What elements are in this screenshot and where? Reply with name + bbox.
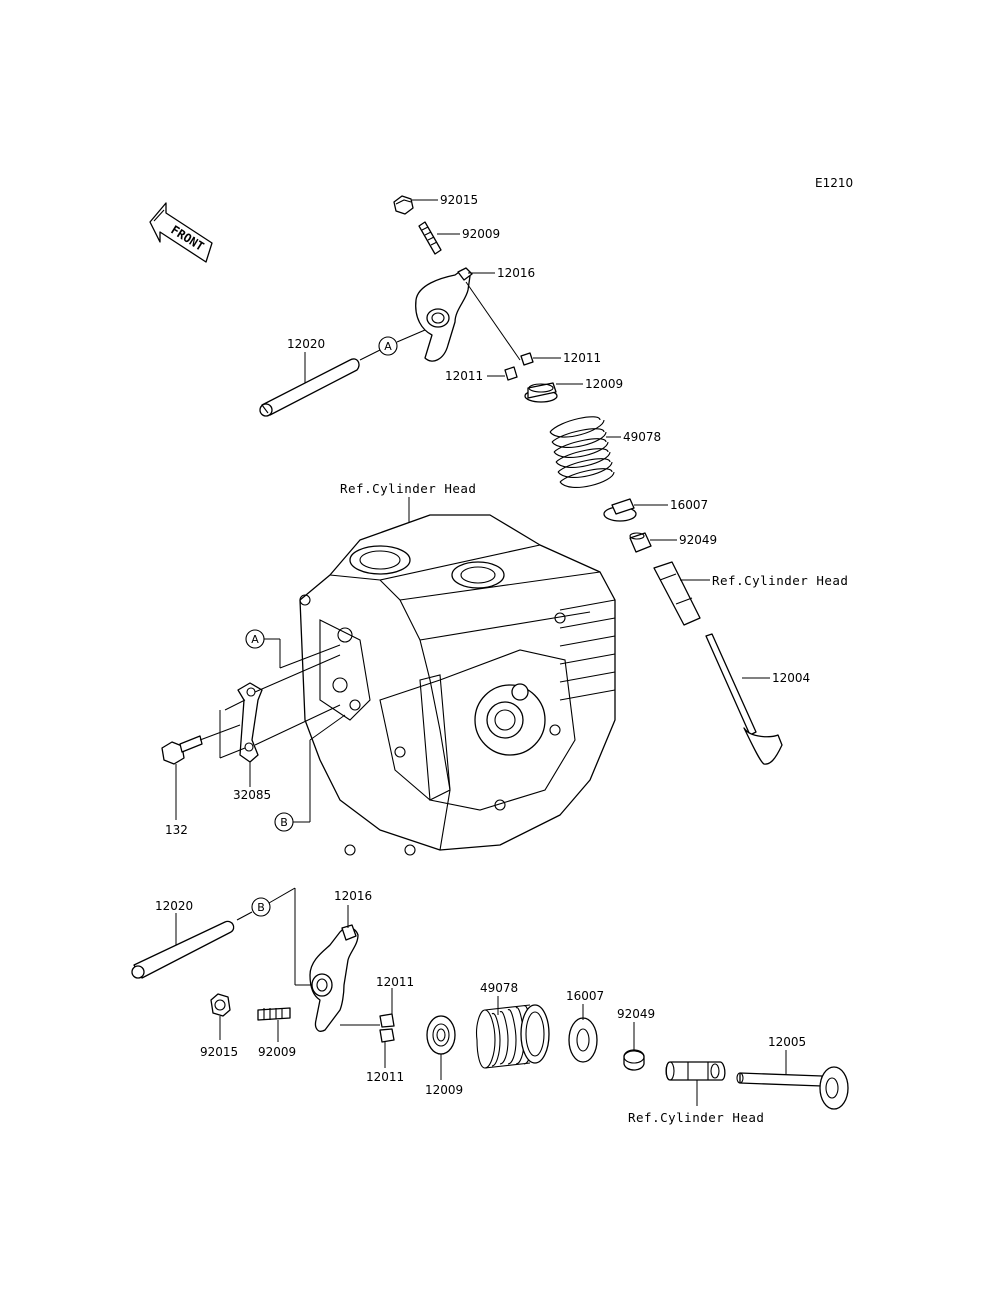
label-92015-bottom: 92015 [200, 1045, 238, 1059]
label-12005: 12005 [768, 1035, 806, 1049]
label-92049-top: 92049 [679, 533, 717, 547]
callout-b-head-letter: B [280, 816, 288, 829]
label-92009-top: 92009 [462, 227, 500, 241]
front-arrow-icon: FRONT [149, 202, 213, 263]
label-49078-bottom: 49078 [480, 981, 518, 995]
keeper-12011-top [504, 352, 534, 381]
label-16007-bottom: 16007 [566, 989, 604, 1003]
adjust-screw-92009-top [418, 221, 442, 255]
label-49078-top: 49078 [623, 430, 661, 444]
label-92015-top: 92015 [440, 193, 478, 207]
spring-seat-16007-bottom [568, 1017, 598, 1063]
callout-b-bottom-letter: B [257, 901, 265, 914]
label-12016-bottom: 12016 [334, 889, 372, 903]
label-12011-top-left: 12011 [445, 369, 483, 383]
rocker-arm-12016-bottom [309, 924, 359, 1032]
callout-a-top [378, 336, 398, 356]
head-callouts: A 32085 132 B [161, 629, 346, 837]
label-12004: 12004 [772, 671, 810, 685]
retainer-12009-bottom [426, 1015, 456, 1055]
adjust-screw-92009-bottom [257, 1007, 291, 1021]
label-12011-top-right: 12011 [563, 351, 601, 365]
label-12016-top: 12016 [497, 266, 535, 280]
label-92049-bottom: 92049 [617, 1007, 655, 1021]
label-ref-cylinder-head-guide-bottom: Ref.Cylinder Head [628, 1110, 764, 1125]
bolt-132 [161, 735, 203, 765]
spring-49078-bottom [476, 1004, 550, 1069]
label-12009-bottom: 12009 [425, 1083, 463, 1097]
label-ref-cylinder-head-guide: Ref.Cylinder Head [712, 573, 848, 588]
stem-seal-92049-bottom [623, 1049, 645, 1071]
valve-12005 [736, 1066, 849, 1110]
valve-guide-top [653, 561, 701, 626]
callout-a-top-letter: A [384, 340, 392, 353]
spring-49078-top [549, 416, 615, 488]
label-12020-bottom: 12020 [155, 899, 193, 913]
retainer-12009-top [524, 382, 558, 403]
label-12011-bottom-top: 12011 [376, 975, 414, 989]
label-12020-top: 12020 [287, 337, 325, 351]
diagram-code: E1210 [815, 176, 853, 190]
callout-b-bottom [251, 897, 271, 917]
keeper-12011-bottom [379, 1013, 395, 1043]
label-12009-top: 12009 [585, 377, 623, 391]
valve-guide-bottom [665, 1061, 726, 1081]
cylinder-head-illustration: Ref.Cylinder Head [299, 481, 616, 856]
guide-plate-32085 [237, 682, 263, 763]
spring-seat-16007-top [603, 498, 637, 522]
stem-seal-92049-top [629, 532, 652, 553]
label-92009-bottom: 92009 [258, 1045, 296, 1059]
nut-92015-bottom [210, 993, 231, 1017]
nut-92015-top [393, 195, 414, 215]
label-132: 132 [165, 823, 188, 837]
label-32085: 32085 [233, 788, 271, 802]
top-valve-assembly: 92015 92009 12016 12020 A [259, 193, 848, 765]
rocker-shaft-12020-bottom [131, 920, 235, 979]
valve-12004 [705, 633, 783, 765]
bottom-valve-assembly: 12020 B 12016 12011 12011 [131, 887, 849, 1125]
label-ref-cylinder-head-main: Ref.Cylinder Head [340, 481, 476, 496]
rocker-shaft-12020-top [259, 358, 360, 417]
rocker-arm-12016-top [415, 267, 473, 362]
label-12011-bottom-bottom: 12011 [366, 1070, 404, 1084]
callout-a-head-letter: A [251, 633, 259, 646]
label-16007-top: 16007 [670, 498, 708, 512]
